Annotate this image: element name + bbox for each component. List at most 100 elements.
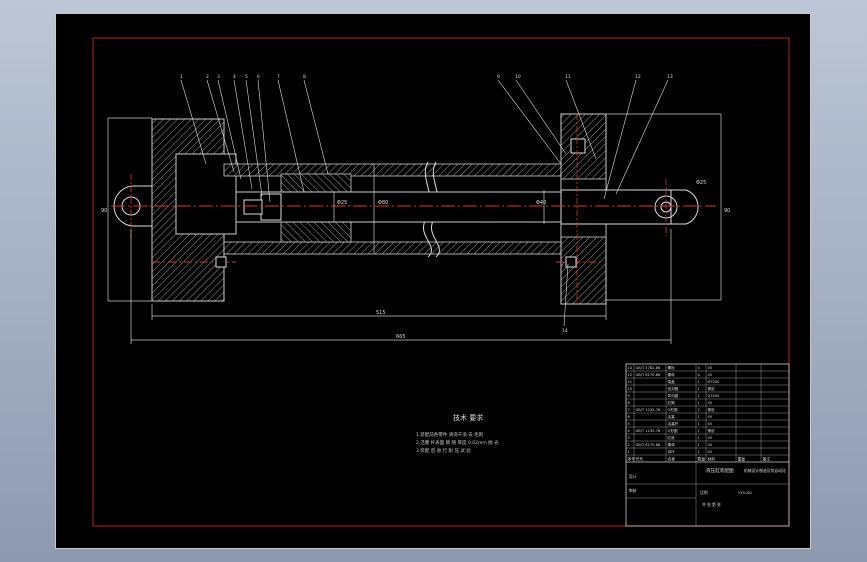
table-cell: 耳环: [668, 449, 676, 454]
balloon-label: 7: [277, 74, 280, 80]
table-cell: 活塞: [668, 414, 676, 419]
balloon-label: 4: [233, 74, 236, 80]
table-cell: 45: [708, 443, 713, 447]
table-cell: 1: [628, 450, 630, 454]
dim-overall-outer: 665: [396, 334, 406, 340]
right-clevis: [671, 189, 699, 225]
table-cell: 10: [628, 387, 633, 391]
table-cell: GB/T 6170-86: [636, 373, 662, 377]
table-cell: 1: [698, 429, 700, 433]
table-cell: 13: [628, 366, 633, 370]
rod-extension: [560, 189, 672, 225]
table-cell: 缸底: [668, 435, 676, 440]
table-cell: GB/T 5782-86: [636, 366, 662, 370]
leader-line: [217, 79, 242, 180]
table-cell: 1: [698, 387, 700, 391]
balloon-label: 8: [303, 74, 306, 80]
table-cell: GB/T 1235-76: [636, 429, 662, 433]
table-cell: 橡胶: [708, 428, 716, 433]
rod-bolt-head: [243, 199, 263, 215]
leader-line: [257, 79, 271, 203]
dimensions: [107, 113, 722, 344]
balloon-label: 13: [667, 74, 673, 80]
table-cell: 9: [628, 394, 631, 398]
table-cell: 4: [698, 373, 701, 377]
title-block-frame: [625, 363, 790, 527]
table-cell: 1: [698, 436, 700, 440]
table-cell: 螺母: [668, 442, 676, 447]
table-cell: 端盖: [668, 379, 676, 384]
table-header-cell: 重量: [738, 457, 746, 462]
notes-heading: 技术 要求: [453, 413, 483, 422]
table-cell: 6: [628, 415, 631, 419]
balloon-label: 14: [562, 328, 568, 334]
leader-line: [277, 79, 305, 193]
table-cell: GB/T 6170-86: [636, 443, 662, 447]
inner-border: [92, 37, 790, 527]
rod-nut: [260, 193, 282, 221]
sheet-label: 共 张 第 张: [702, 502, 721, 507]
scale-label: 比例: [700, 490, 708, 495]
dim-rod: Φ40: [536, 200, 546, 206]
table-cell: 45: [708, 415, 713, 419]
designer-label: 设计: [629, 474, 637, 479]
table-cell: 4: [628, 429, 631, 433]
table-cell: O形圈: [668, 407, 678, 412]
school-name: 机械设计制造及其自动化: [744, 468, 786, 473]
table-header-cell: 材料: [708, 457, 716, 462]
dim-overall-inner: 515: [376, 310, 386, 316]
table-cell: 2: [628, 443, 630, 447]
note-line-2: 2.活塞 杆表面 镀 铬 厚度 0.02mm 抛 光: [416, 439, 499, 446]
dim-right-height: 90: [724, 208, 730, 214]
piston-rod: [235, 191, 567, 223]
note-line-1: 1.装配前各零件 清洗干净 去 毛刺: [416, 431, 484, 438]
balloon-label: 2: [206, 74, 209, 80]
table-cell: 1: [698, 401, 700, 405]
table-cell: 3: [628, 436, 630, 440]
table-cell: HT200: [708, 380, 720, 384]
balloon-label: 11: [565, 74, 571, 80]
table-cell: 2: [698, 408, 700, 412]
note-line-3: 3.装配 后 进 行 耐 压 试 验: [416, 447, 471, 454]
leader-line: [180, 79, 207, 165]
table-cell: 8: [628, 401, 631, 405]
table-cell: 1: [698, 450, 700, 454]
checker-label: 审核: [629, 488, 637, 493]
table-cell: 橡胶: [708, 386, 716, 391]
table-cell: 1: [698, 422, 700, 426]
barrel-top-wall: [223, 163, 570, 177]
leader-line: [565, 79, 597, 160]
leader-line: [497, 79, 562, 165]
drawing-number: YYG-00: [738, 490, 752, 495]
table-cell: 1: [698, 415, 700, 419]
bolt-head-right-top: [570, 138, 586, 154]
balloon-label: 12: [635, 74, 641, 80]
table-cell: 7: [628, 408, 630, 412]
table-cell: 4: [698, 366, 701, 370]
table-cell: 11: [628, 380, 633, 384]
table-cell: 12: [628, 373, 633, 377]
leader-line: [615, 79, 669, 195]
table-cell: 缸筒: [668, 400, 676, 405]
table-cell: 1: [698, 394, 700, 398]
bolt-head-right: [565, 256, 577, 268]
dim-pin: Φ25: [337, 200, 347, 206]
dim-bore: Φ80: [378, 200, 388, 206]
balloon-label: 3: [217, 74, 220, 80]
table-cell: 45: [708, 436, 713, 440]
balloon-label: 1: [180, 74, 183, 80]
balloon-label: 9: [497, 74, 500, 80]
table-cell: O形圈: [668, 428, 678, 433]
table-cell: 导向套: [668, 393, 679, 398]
table-cell: 橡胶: [708, 407, 716, 412]
leader-line: [245, 79, 263, 197]
table-header-cell: 代号: [636, 457, 644, 462]
table-header-cell: 备注: [763, 457, 771, 462]
table-cell: 活塞杆: [668, 421, 679, 426]
table-cell: 45: [708, 401, 713, 405]
table-cell: 45: [708, 450, 713, 454]
leader-line: [233, 79, 253, 190]
table-cell: 45: [708, 422, 713, 426]
